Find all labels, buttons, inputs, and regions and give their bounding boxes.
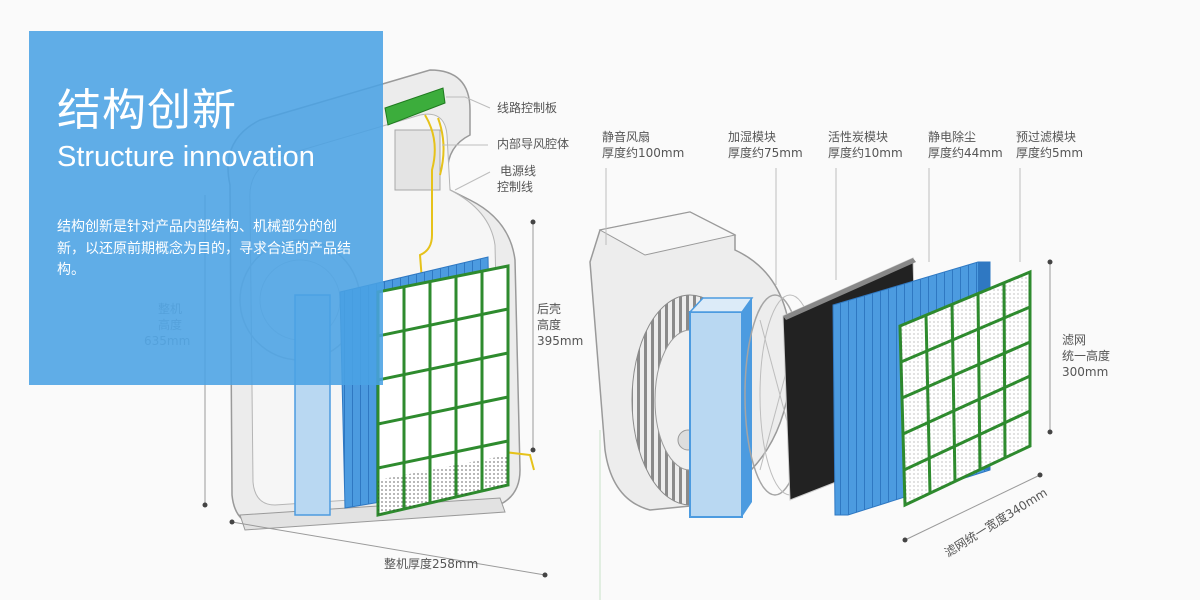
label-filter-height-2: 统一高度 [1062, 349, 1111, 363]
label-inner-duct: 内部导风腔体 [497, 137, 570, 151]
panel-title-cn: 结构创新 [57, 85, 237, 136]
label-filter-height: 滤网 [1062, 333, 1087, 347]
exploded-components [589, 168, 1053, 543]
label-electrostatic: 静电除尘 [928, 130, 977, 144]
label-control-line: 控制线 [497, 180, 534, 194]
prefilter-module [898, 269, 1032, 508]
label-carbon-thickness: 厚度约10mm [828, 146, 903, 160]
label-circuit-board: 线路控制板 [497, 101, 558, 115]
label-fan: 静音风扇 [602, 130, 651, 144]
label-prefilter: 预过滤模块 [1016, 130, 1077, 144]
intro-panel: 结构创新 Structure innovation 结构创新是针对产品内部结构、… [29, 31, 383, 385]
prefilter-left [376, 264, 510, 517]
label-carbon: 活性炭模块 [828, 130, 889, 144]
label-rear-shell-height: 高度 [537, 318, 562, 332]
label-rear-shell-value: 395mm [537, 334, 584, 348]
panel-description: 结构创新是针对产品内部结构、机械部分的创新，以还原前期概念为目的，寻求合适的产品… [57, 219, 351, 278]
label-filter-height-value: 300mm [1062, 365, 1109, 379]
power-wire-2 [437, 117, 445, 176]
label-fan-thickness: 厚度约100mm [602, 146, 685, 160]
label-humidifier-thickness: 厚度约75mm [728, 146, 803, 160]
label-unit-thickness: 整机厚度258mm [384, 557, 479, 571]
circuit-board [384, 87, 446, 126]
label-humidifier: 加湿模块 [728, 130, 777, 144]
label-prefilter-thickness: 厚度约5mm [1016, 146, 1084, 160]
label-rear-shell: 后壳 [537, 302, 562, 316]
label-power-line: 电源线 [500, 164, 537, 178]
humidifier-module [688, 297, 754, 518]
label-electrostatic-thickness: 厚度约44mm [928, 146, 1003, 160]
panel-title-en: Structure innovation [57, 141, 315, 173]
